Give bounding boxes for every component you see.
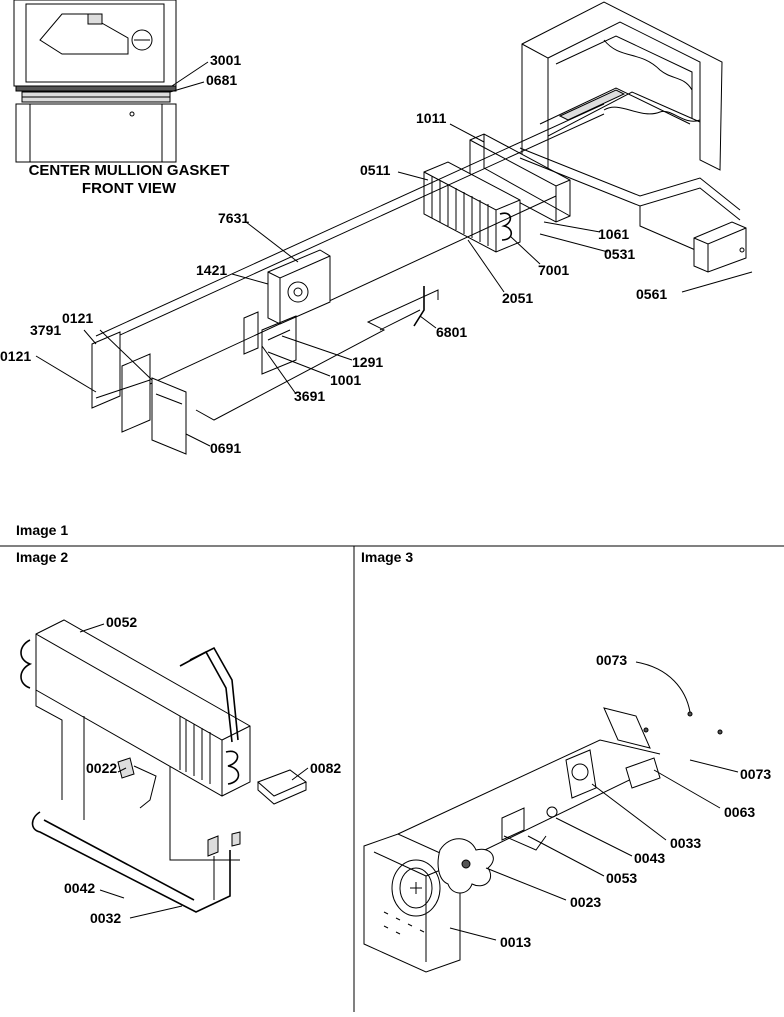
part-number: 0561 <box>636 286 668 302</box>
part-number: 0511 <box>360 162 391 178</box>
part-number: 3691 <box>294 388 326 404</box>
part-number: 7001 <box>538 262 570 278</box>
section-label-image3: Image 3 <box>361 549 414 565</box>
part-number: 0063 <box>724 804 756 820</box>
part-number: 0681 <box>206 72 238 88</box>
part-number: 1421 <box>196 262 228 278</box>
part-number: 0073 <box>740 766 772 782</box>
gasket-caption-line1: CENTER MULLION GASKET <box>28 162 230 179</box>
part-number: 1291 <box>352 354 384 370</box>
part-number: 0053 <box>606 870 638 886</box>
part-number: 2051 <box>502 290 534 306</box>
evaporator-assembly <box>423 161 521 253</box>
section-label-image1: Image 1 <box>16 522 69 538</box>
part-number: 1061 <box>598 226 630 242</box>
part-number: 7631 <box>218 210 250 226</box>
part-number: 0013 <box>500 934 532 950</box>
part-number: 0691 <box>210 440 242 456</box>
section-label-image2: Image 2 <box>16 549 69 565</box>
part-number: 6801 <box>436 324 468 340</box>
leader-lines-image2 <box>79 623 309 919</box>
part-number: 0121 <box>62 310 94 326</box>
part-number: 3791 <box>30 322 62 338</box>
drain-and-thermostat <box>413 221 747 327</box>
part-number: 1001 <box>330 372 362 388</box>
part-number: 0032 <box>90 910 122 926</box>
part-number: 0121 <box>0 348 32 364</box>
part-number: 0082 <box>310 760 342 776</box>
left-panels <box>91 331 187 455</box>
part-number: 3001 <box>210 52 242 68</box>
gasket-caption-line2: FRONT VIEW <box>81 180 177 197</box>
part-number: 0531 <box>604 246 636 262</box>
part-number: 0043 <box>634 850 666 866</box>
image3-fan-assembly <box>363 707 723 973</box>
image2-evaporator-assembly <box>20 619 307 913</box>
part-number: 0033 <box>670 835 702 851</box>
mullion-gasket-inset <box>13 0 209 163</box>
part-number: 0023 <box>570 894 602 910</box>
section-dividers <box>0 545 784 1012</box>
cross-rails <box>95 103 741 421</box>
leader-lines-image3 <box>449 661 739 941</box>
part-number: 0022 <box>86 760 118 776</box>
part-number: 0073 <box>596 652 628 668</box>
part-number: 0052 <box>106 614 138 630</box>
part-number: 0042 <box>64 880 96 896</box>
fan-bracket-assembly <box>243 249 331 375</box>
freezer-compartment-housing <box>521 1 723 181</box>
part-number: 1011 <box>416 110 447 126</box>
leader-lines-top <box>35 123 753 447</box>
